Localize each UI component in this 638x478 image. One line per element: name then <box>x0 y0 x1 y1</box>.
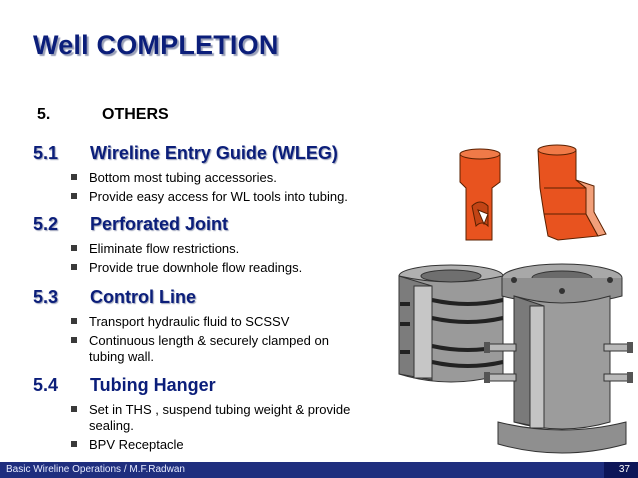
item-heading: 5.3 Control Line <box>33 287 403 311</box>
slide-title: Well COMPLETION <box>33 30 279 60</box>
tubing-hanger-icon <box>398 264 504 383</box>
bullet-text: Provide easy access for WL tools into tu… <box>89 189 348 204</box>
tubing-head-spool-icon <box>484 263 633 454</box>
bullet-item: Provide true downhole flow readings. <box>33 260 403 276</box>
bullet-text: BPV Receptacle <box>89 437 184 452</box>
page-number-box: 37 <box>604 462 638 478</box>
bullet-square-icon <box>71 406 77 412</box>
bullet-list: Eliminate flow restrictions. Provide tru… <box>33 241 403 276</box>
bullet-list: Bottom most tubing accessories. Provide … <box>33 170 403 205</box>
section-heading: 5. OTHERS <box>37 106 169 124</box>
bullet-list: Set in THS , suspend tubing weight & pro… <box>33 402 353 453</box>
item-title: Control Line <box>90 287 196 307</box>
bullet-square-icon <box>71 245 77 251</box>
item-number: 5.3 <box>33 287 59 307</box>
section-label: OTHERS <box>102 106 169 123</box>
bullet-item: Continuous length & securely clamped on … <box>33 333 363 365</box>
item-heading: 5.4 Tubing Hanger <box>33 375 403 399</box>
item-number: 5.1 <box>33 143 59 163</box>
bullet-item: BPV Receptacle <box>33 437 353 453</box>
bullet-square-icon <box>71 174 77 180</box>
bullet-list: Transport hydraulic fluid to SCSSV Conti… <box>33 314 363 365</box>
item-title: Tubing Hanger <box>90 375 216 395</box>
item-control-line: 5.3 Control Line Transport hydraulic flu… <box>33 287 403 365</box>
item-heading: 5.2 Perforated Joint <box>33 214 403 238</box>
page-number: 37 <box>618 464 630 475</box>
item-number: 5.2 <box>33 214 59 234</box>
bullet-square-icon <box>71 337 77 343</box>
bullet-text: Transport hydraulic fluid to SCSSV <box>89 314 290 329</box>
bullet-text: Continuous length & securely clamped on … <box>89 333 329 364</box>
bullet-square-icon <box>71 264 77 270</box>
item-wleg: 5.1 Wireline Entry Guide (WLEG) Bottom m… <box>33 143 403 205</box>
section-number: 5. <box>37 106 51 123</box>
bullet-item: Bottom most tubing accessories. <box>33 170 403 186</box>
item-title: Wireline Entry Guide (WLEG) <box>90 143 338 163</box>
bullet-text: Bottom most tubing accessories. <box>89 170 277 185</box>
footer-source: Basic Wireline Operations / M.F.Radwan <box>6 464 185 475</box>
bullet-item: Transport hydraulic fluid to SCSSV <box>33 314 363 330</box>
bullet-text: Eliminate flow restrictions. <box>89 241 240 256</box>
bullet-item: Eliminate flow restrictions. <box>33 241 403 257</box>
item-perforated-joint: 5.2 Perforated Joint Eliminate flow rest… <box>33 214 403 276</box>
bullet-square-icon <box>71 318 77 324</box>
bullet-text: Set in THS , suspend tubing weight & pro… <box>89 402 351 433</box>
item-title: Perforated Joint <box>90 214 229 234</box>
bullet-square-icon <box>71 193 77 199</box>
item-heading: 5.1 Wireline Entry Guide (WLEG) <box>33 143 403 167</box>
bullet-text: Provide true downhole flow readings. <box>89 260 303 275</box>
bullet-square-icon <box>71 441 77 447</box>
bullet-item: Set in THS , suspend tubing weight & pro… <box>33 402 353 434</box>
footer-bar: Basic Wireline Operations / M.F.Radwan 3… <box>0 462 638 478</box>
item-number: 5.4 <box>33 375 59 395</box>
item-tubing-hanger: 5.4 Tubing Hanger Set in THS , suspend t… <box>33 375 403 453</box>
wireline-entry-guide-icon <box>459 144 607 241</box>
bullet-item: Provide easy access for WL tools into tu… <box>33 189 403 205</box>
